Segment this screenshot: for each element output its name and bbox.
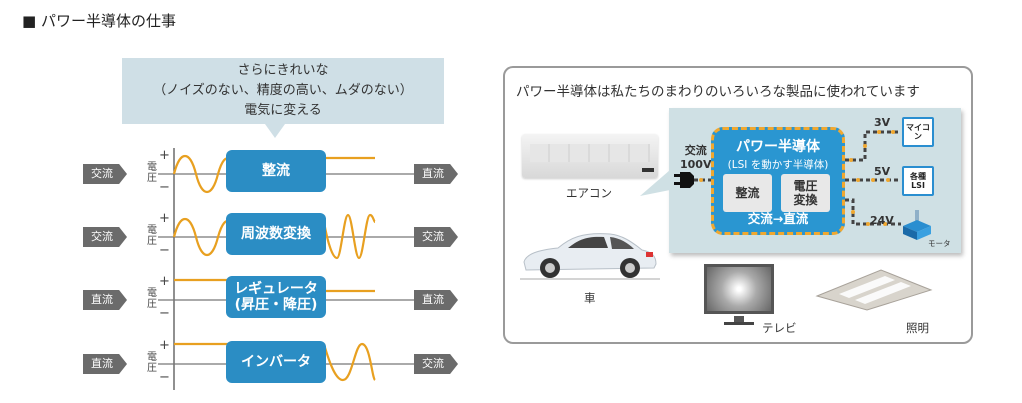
minus-sign-row-1: − — [159, 180, 170, 195]
output-tag-row-1: 直流 — [414, 164, 458, 184]
input-tag-row-3: 直流 — [83, 290, 127, 310]
callout-line-1: さらにきれいな — [237, 63, 329, 78]
voltage-label-row-2: 電圧 — [146, 225, 158, 247]
car-label: 車 — [584, 291, 596, 305]
tv-stand-icon — [734, 316, 744, 322]
wave-row-2-output — [322, 213, 377, 260]
voltage-label-top: 電 — [147, 162, 157, 173]
input-type: 交流 — [684, 144, 707, 157]
input-tag-row-2: 交流 — [83, 227, 127, 247]
callout-tail — [265, 124, 285, 138]
lsi-label-line-2: LSI — [911, 181, 925, 190]
voltage-conversion-line-2: 変換 — [793, 193, 818, 207]
function-label: 周波数変換 — [241, 226, 311, 242]
voltage-label-row-1: 電圧 — [146, 162, 158, 184]
lighting-label: 照明 — [906, 321, 929, 335]
air-conditioner-label: エアコン — [566, 186, 612, 200]
car-icon — [520, 233, 660, 280]
page-title: ■ パワー半導体の仕事 — [22, 12, 176, 30]
rectify-label: 整流 — [735, 186, 760, 200]
voltage-label-row-3: 電圧 — [146, 288, 158, 310]
voltage-label-bottom: 圧 — [147, 236, 157, 247]
output-voltage-3v: 3V — [874, 116, 891, 129]
voltage-conversion-box: 電圧変換 — [781, 174, 830, 212]
input-tag-row-1: 交流 — [83, 164, 127, 184]
voltage-label-top: 電 — [147, 225, 157, 236]
function-label: インバータ — [241, 354, 311, 370]
voltage-label-top: 電 — [147, 288, 157, 299]
plus-sign-row-3: + — [159, 274, 170, 289]
output-voltage-5v: 5V — [874, 165, 891, 178]
motor-icon — [903, 210, 931, 240]
minus-sign-row-3: − — [159, 306, 170, 321]
output-tag-row-2: 交流 — [414, 227, 458, 247]
power-plug-icon — [674, 172, 712, 188]
motor-label: モータ — [928, 239, 951, 248]
plus-sign-row-4: + — [159, 338, 170, 353]
voltage-conversion-line-1: 電圧 — [793, 179, 818, 193]
voltage-label-row-4: 電圧 — [146, 352, 158, 374]
microcontroller-label: マイコン — [906, 123, 930, 141]
tv-base-icon — [724, 322, 754, 325]
minus-sign-row-4: − — [159, 370, 170, 385]
output-wires — [845, 130, 901, 226]
plus-sign-row-2: + — [159, 211, 170, 226]
tv-label: テレビ — [762, 321, 797, 335]
callout-bubble: さらにきれいな （ノイズのない、精度の高い、ムダのない） 電気に変える — [122, 58, 444, 124]
panel-heading: パワー半導体は私たちのまわりのいろいろな製品に使われています — [516, 84, 920, 100]
voltage-label-top: 電 — [147, 352, 157, 363]
tv-icon — [704, 264, 774, 314]
output-tag-row-4: 交流 — [414, 354, 458, 374]
power-semiconductor-subtitle: (LSI を動かす半導体) — [727, 159, 829, 171]
power-semiconductor-block: パワー半導体 (LSI を動かす半導体) 整流 電圧変換 交流→直流 — [711, 127, 845, 235]
wave-row-2-input — [172, 217, 231, 257]
voltage-label-bottom: 圧 — [147, 299, 157, 310]
input-tag-row-4: 直流 — [83, 354, 127, 374]
wire-24v — [845, 198, 901, 226]
lsi-label-line-1: 各種 — [910, 172, 926, 181]
function-label: レギュレータ — [234, 281, 318, 297]
function-block-rectify: 整流 — [226, 150, 326, 192]
function-block-regulator: レギュレータ(昇圧・降圧) — [226, 276, 326, 318]
callout-line-2: （ノイズのない、精度の高い、ムダのない） — [153, 83, 413, 98]
wave-row-4-output — [322, 342, 376, 382]
ceiling-light-icon — [815, 269, 933, 311]
output-tag-row-3: 直流 — [414, 290, 458, 310]
function-block-frequency-conversion: 周波数変換 — [226, 213, 326, 255]
microcontroller-chip-icon: マイコン — [902, 117, 934, 147]
wire-3v — [845, 130, 901, 162]
output-voltage-24v: 24V — [870, 214, 894, 227]
voltage-label-bottom: 圧 — [147, 363, 157, 374]
minus-sign-row-2: − — [159, 243, 170, 258]
power-semiconductor-title: パワー半導体 — [736, 139, 820, 155]
function-sublabel: (昇圧・降圧) — [234, 297, 318, 313]
wave-row-1-input — [172, 154, 231, 194]
function-block-inverter: インバータ — [226, 341, 326, 383]
air-conditioner-icon — [522, 134, 658, 178]
input-voltage: 100V — [680, 158, 712, 171]
function-label: 整流 — [262, 163, 290, 179]
callout-line-3: 電気に変える — [244, 103, 322, 118]
callout-pointer — [640, 170, 670, 196]
plus-sign-row-1: + — [159, 148, 170, 163]
conversion-label: 交流→直流 — [747, 211, 809, 226]
rectify-box: 整流 — [723, 174, 772, 212]
voltage-label-bottom: 圧 — [147, 173, 157, 184]
